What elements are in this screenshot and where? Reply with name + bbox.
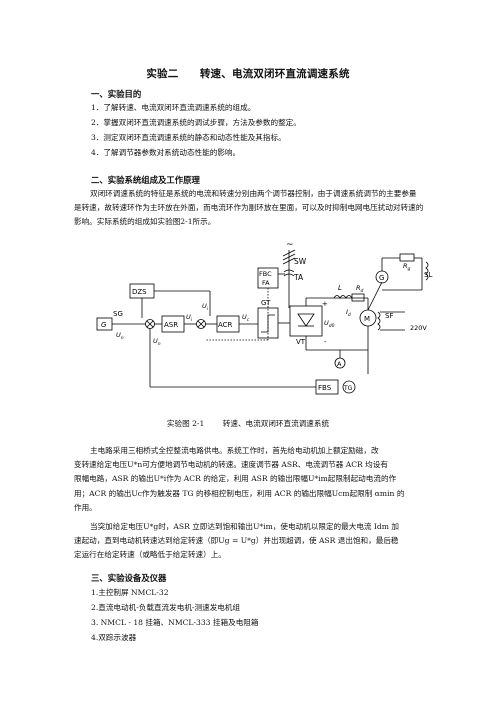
dzs-label: DZS bbox=[132, 288, 147, 296]
plus-sign: + bbox=[322, 300, 328, 308]
asr-label: ASR bbox=[164, 321, 178, 329]
vt-label: VT bbox=[296, 338, 306, 346]
list-item: 3. NMCL - 18 挂箱、NMCL-333 挂箱及电阻箱 bbox=[91, 618, 259, 627]
gt-label: GT bbox=[261, 299, 271, 307]
id-label: Id bbox=[346, 308, 351, 318]
section-heading-objectives: 一、实验目的 bbox=[91, 89, 142, 99]
rd-label: Rd bbox=[356, 284, 364, 294]
list-item: 3．测定双闭环直流调速系统的静态和动态性能及其指标。 bbox=[91, 133, 286, 142]
motor-label: M bbox=[364, 315, 370, 323]
list-item: 4.双踪示波器 bbox=[91, 633, 137, 642]
para-line: 主电路采用三相桥式全控整流电路供电。系统工作时，首先给电动机加上额定励磁，改 bbox=[90, 446, 379, 455]
rg-label: Rg bbox=[403, 262, 411, 272]
section-heading-principle: 二、实验系统组成及工作原理 bbox=[91, 175, 200, 185]
uc-label: Uc bbox=[242, 313, 250, 323]
sl-label: SL bbox=[424, 271, 432, 279]
list-item: 1.主控制屏 NMCL-32 bbox=[91, 588, 169, 597]
resistor-rg bbox=[399, 253, 415, 262]
para-line: 用；ACR 的输出Uc作为触发器 TG 的移相控制电压，利用 ACR 的输出限幅… bbox=[74, 488, 405, 498]
un-feedback-label: Un bbox=[153, 337, 161, 347]
list-item: 1．了解转速、电流双闭环直流调速系统的组成。 bbox=[91, 103, 256, 112]
inductor-label: L bbox=[338, 284, 342, 292]
para-line: 限幅电路，ASR 的输出U*i作为 ACR 的给定，利用 ASR 的输出限幅U*… bbox=[74, 474, 397, 484]
acr-label: ACR bbox=[218, 321, 233, 329]
un-star-label: Un bbox=[116, 331, 124, 341]
fbs-label: FBS bbox=[318, 384, 332, 392]
main-circuit-paragraph: 主电路采用三相桥式全控整流电路供电。系统工作时，首先给电动机加上额定励磁，改 变… bbox=[74, 444, 424, 515]
source-g-label: G bbox=[101, 321, 107, 329]
sg-label: SG bbox=[113, 310, 123, 318]
list-item: 4．了解调节器参数对系统动态性能的影响。 bbox=[91, 148, 241, 157]
resistor-rd bbox=[351, 293, 365, 302]
section-heading-equipment: 三、实验设备及仪器 bbox=[91, 573, 167, 583]
fbc-label: FBC bbox=[259, 270, 272, 278]
principle-paragraph: 双闭环调速系统的特征是系统的电流和转速分别由两个调节器控制，由于调速系统调节的主… bbox=[74, 189, 424, 227]
rectifier-block bbox=[289, 305, 323, 337]
fa-label: FA bbox=[262, 279, 270, 287]
ammeter-symbol bbox=[334, 357, 346, 369]
ammeter-label: A bbox=[337, 360, 342, 368]
switch-label: SW bbox=[294, 257, 307, 266]
para-line: 定运行在给定转速（或略低于给定转速）上。 bbox=[74, 550, 226, 560]
para-line: 速起动，直到电动机转速达到给定转速（即Ug = U*g）并出现超调，使 ASR … bbox=[74, 536, 399, 546]
para-line: 变转速给定电压U*n可方便地调节电动机的转速。速度调节器 ASR、电流调节器 A… bbox=[74, 460, 388, 470]
figure-caption: 实验图 2-1 转速、电流双闭环直流调速系统 bbox=[0, 418, 496, 429]
ui-star-label: Ui bbox=[186, 313, 193, 323]
figure-caption-id: 实验图 2-1 bbox=[166, 419, 205, 428]
current-transformer-label: TA bbox=[293, 273, 304, 282]
tacho-symbol bbox=[342, 380, 356, 394]
list-item: 2．掌握双闭环直流调速系统的调试步骤，方法及参数的整定。 bbox=[91, 118, 301, 127]
list-item: 2.直流电动机-负载直流发电机-测速发电机组 bbox=[91, 603, 241, 612]
sf-label: SF bbox=[385, 312, 393, 320]
para-line: 作用。 bbox=[74, 502, 97, 512]
minus-sign: - bbox=[324, 338, 327, 346]
ac-supply-label: ~ bbox=[286, 240, 294, 250]
ud0-label: Ud0 bbox=[324, 319, 335, 329]
startup-paragraph: 当突加给定电压U*g时，ASR 立即达到饱和输出U*im，使电动机以限定的最大电… bbox=[74, 520, 424, 563]
para-line: 当突加给定电压U*g时，ASR 立即达到饱和输出U*im，使电动机以限定的最大电… bbox=[90, 522, 399, 531]
voltage-220-label: 220V bbox=[410, 324, 427, 332]
figure-caption-text: 转速、电流双闭环直流调速系统 bbox=[222, 419, 330, 428]
tg-label: TG bbox=[343, 385, 353, 392]
ui-feedback-label: Ui bbox=[202, 302, 209, 312]
generator-label: G bbox=[379, 274, 384, 282]
page-title: 实验二 转速、电流双闭环直流调速系统 bbox=[146, 68, 350, 80]
